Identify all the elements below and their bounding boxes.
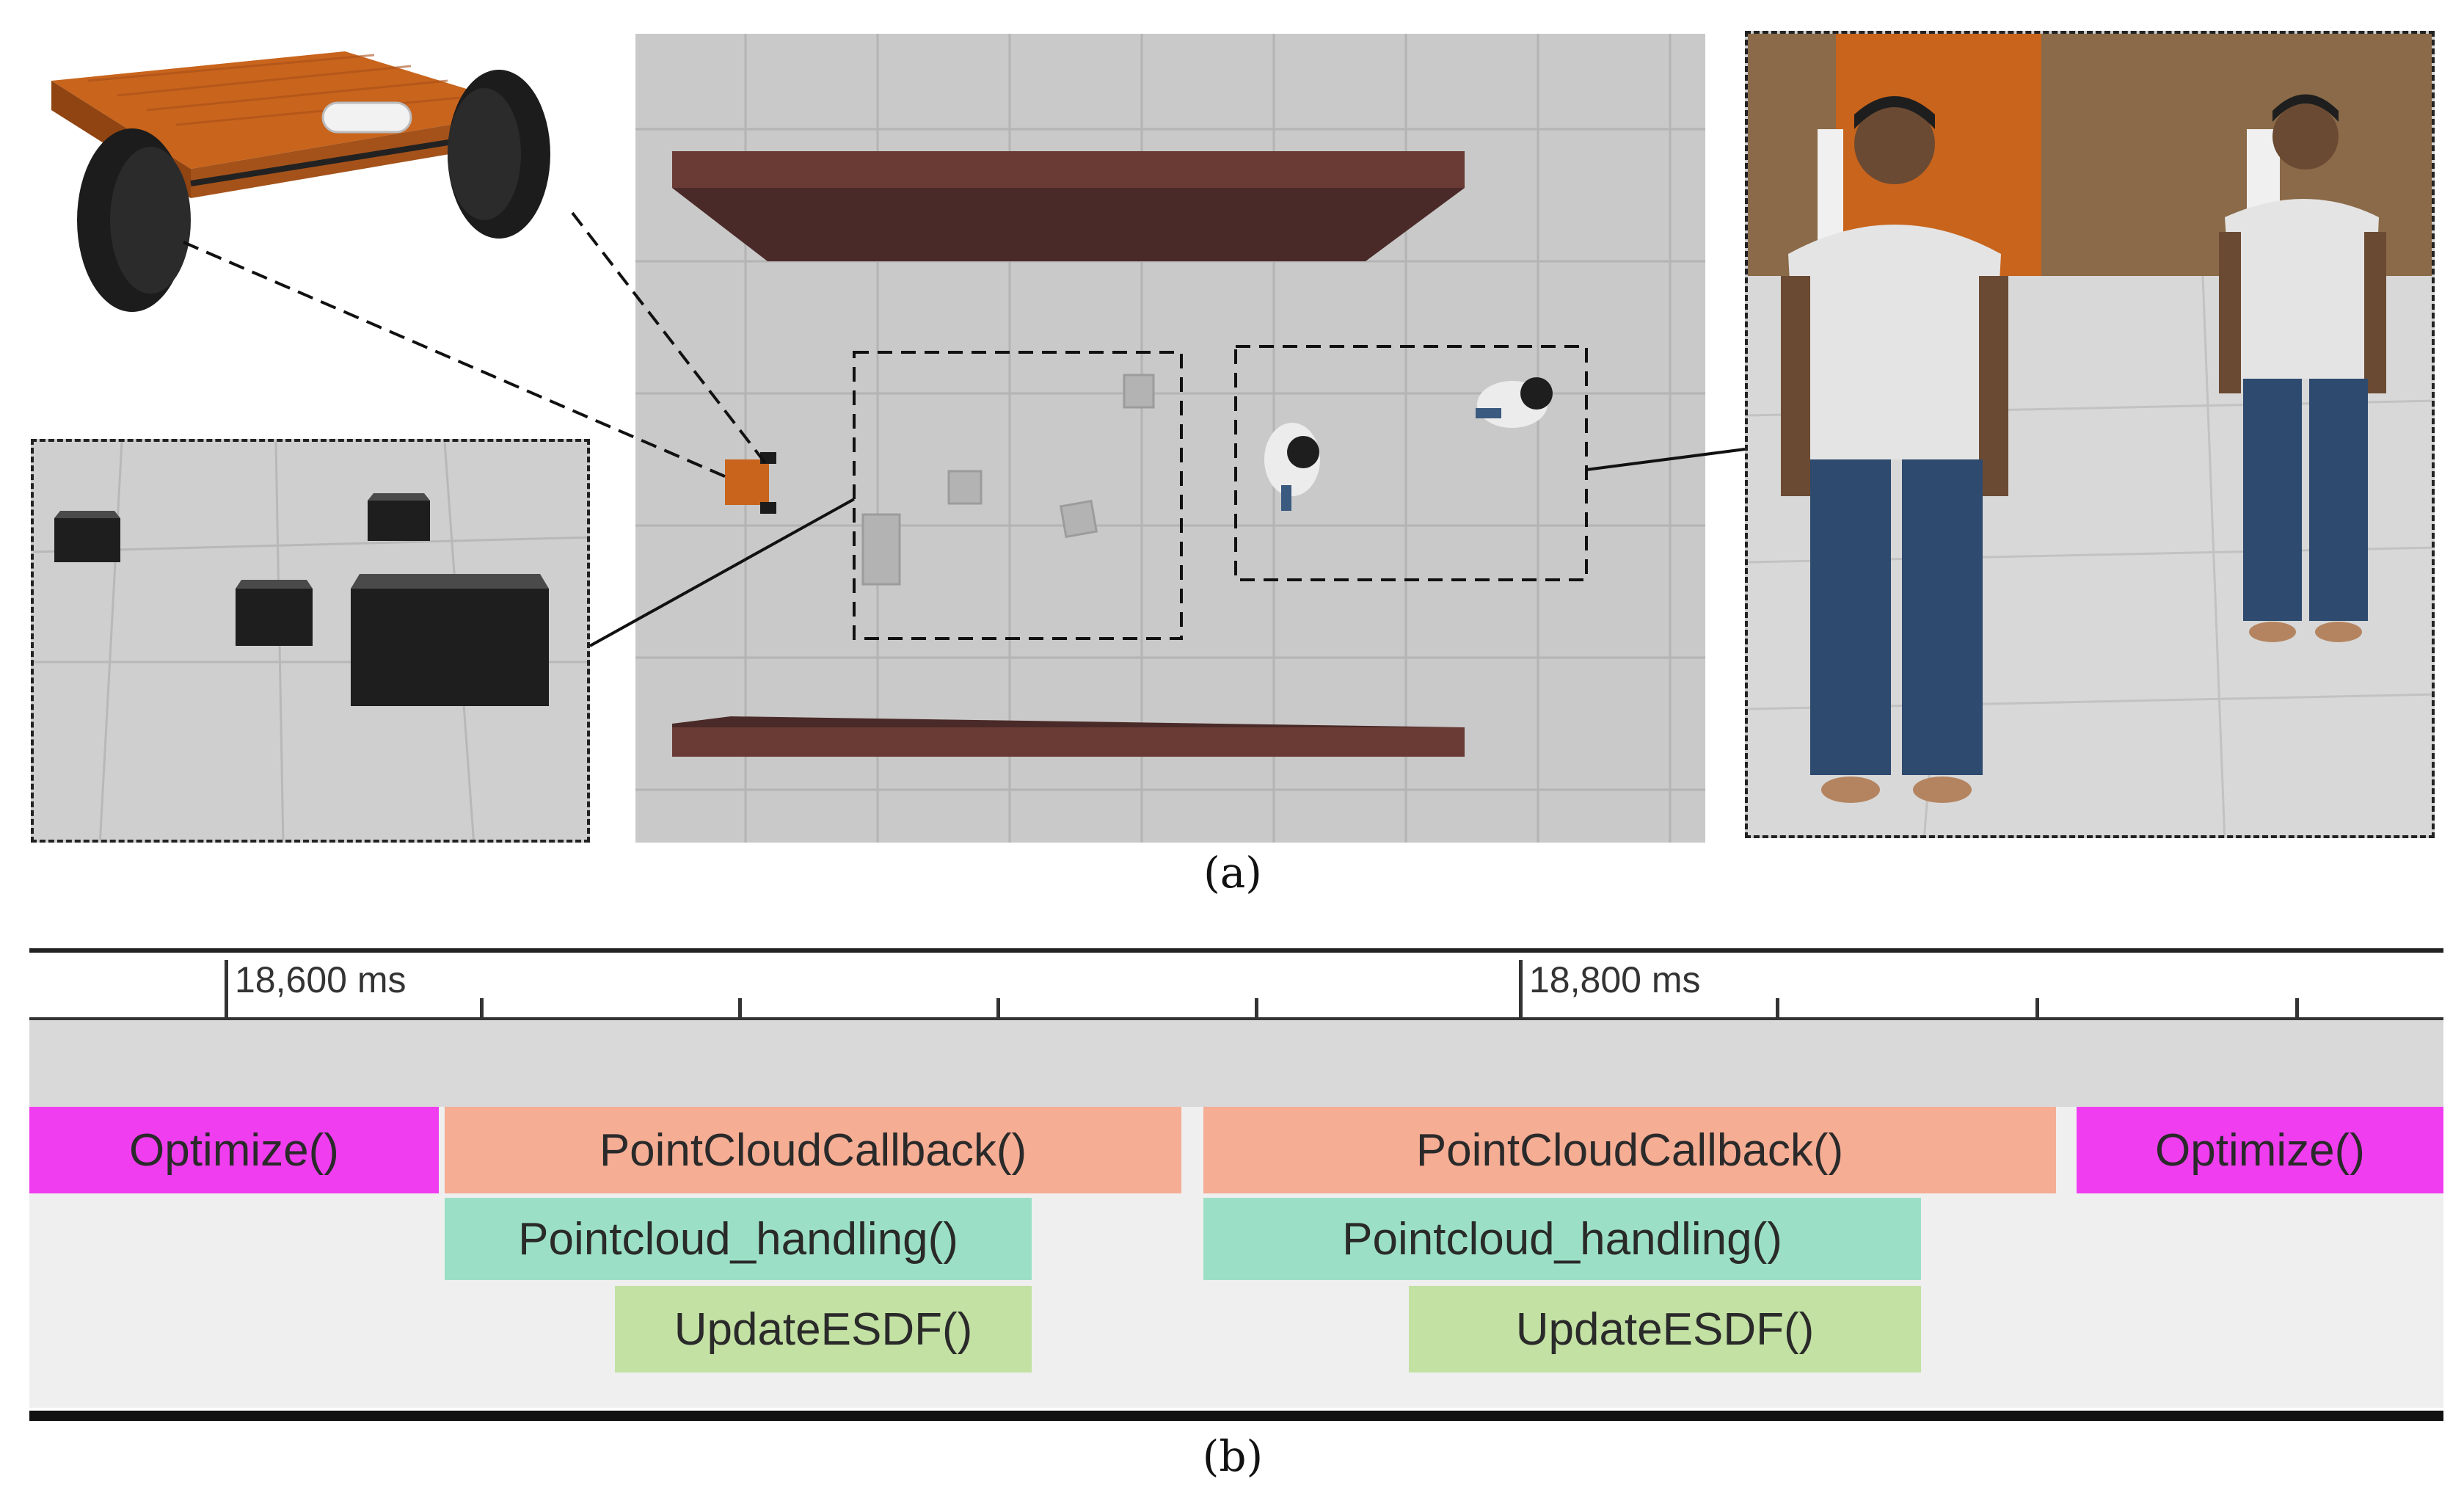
tick-label: 18,600 ms bbox=[235, 959, 407, 1000]
timeline-bar-pointcloud-handling[interactable]: Pointcloud_handling() bbox=[1203, 1198, 1921, 1280]
pedestrian-closeup-panel bbox=[1745, 31, 2435, 838]
pedestrian-closeup-view bbox=[1748, 34, 2432, 835]
world-map bbox=[635, 34, 1705, 843]
obstacle-closeup-panel bbox=[31, 439, 590, 843]
pedestrian-figure bbox=[2219, 94, 2386, 642]
timeline-bar-optimize[interactable]: Optimize() bbox=[2077, 1107, 2443, 1193]
robot-model-illustration bbox=[51, 51, 550, 312]
pedestrian-marker bbox=[1264, 423, 1320, 511]
caption-a: (a) bbox=[1203, 848, 1262, 898]
pedestrian-figure bbox=[1781, 96, 2008, 803]
timeline-bar-pointcloud-callback[interactable]: PointCloudCallback() bbox=[445, 1107, 1181, 1193]
bar-label: UpdateESDF() bbox=[1515, 1303, 1815, 1355]
world-topdown-view bbox=[635, 34, 1705, 843]
timeline-bar-pointcloud-handling[interactable]: Pointcloud_handling() bbox=[445, 1198, 1032, 1280]
bar-label: Optimize() bbox=[129, 1124, 339, 1176]
timeline-bar-update-esdf[interactable]: UpdateESDF() bbox=[1409, 1286, 1921, 1372]
timeline-bar-optimize[interactable]: Optimize() bbox=[29, 1107, 439, 1193]
timeline-band bbox=[29, 1020, 2443, 1107]
timeline-bar-update-esdf[interactable]: UpdateESDF() bbox=[615, 1286, 1032, 1372]
profiler-timeline: 18,600 ms 18,800 ms Optimize() PointClou… bbox=[29, 948, 2443, 1425]
time-ruler: 18,600 ms 18,800 ms bbox=[29, 953, 2443, 1017]
callout-connectors bbox=[183, 211, 1746, 647]
bar-label: UpdateESDF() bbox=[674, 1303, 973, 1355]
bar-label: PointCloudCallback() bbox=[599, 1124, 1027, 1176]
obstacle-closeup-view bbox=[34, 442, 587, 840]
caption-b: (b) bbox=[1202, 1431, 1264, 1481]
tick-label: 18,800 ms bbox=[1529, 959, 1701, 1000]
bar-label: Pointcloud_handling() bbox=[1342, 1213, 1782, 1265]
timeline-bar-pointcloud-callback[interactable]: PointCloudCallback() bbox=[1203, 1107, 2056, 1193]
bar-label: PointCloudCallback() bbox=[1415, 1124, 1844, 1176]
robot-marker bbox=[725, 452, 776, 514]
pedestrian-marker bbox=[1476, 377, 1553, 428]
bar-label: Optimize() bbox=[2155, 1124, 2365, 1176]
robot-closeup bbox=[29, 22, 587, 330]
bar-label: Pointcloud_handling() bbox=[518, 1213, 958, 1265]
